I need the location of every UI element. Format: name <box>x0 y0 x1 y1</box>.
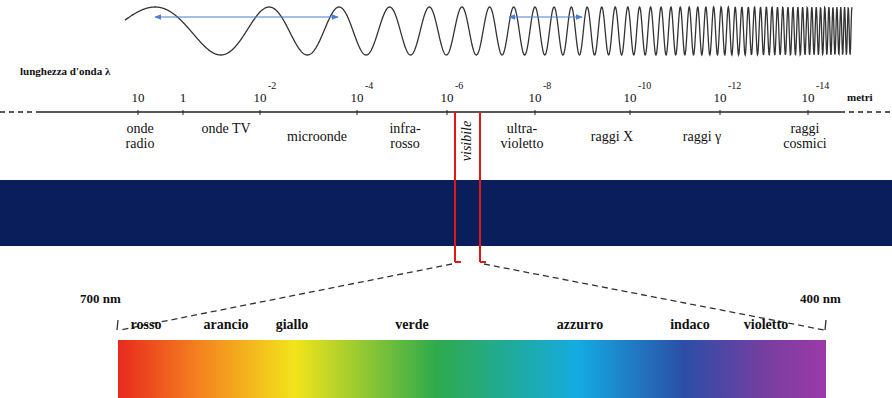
axis-dashed <box>0 111 40 112</box>
axis-tick <box>260 110 261 115</box>
axis-tick <box>183 110 184 115</box>
band-label: infra- rosso <box>380 122 430 151</box>
band-label: microonde <box>287 130 347 145</box>
band-label: onde radio <box>112 122 168 151</box>
color-name: violetto <box>744 318 788 333</box>
tick-label: 10 <box>714 91 727 105</box>
visible-marker <box>480 261 486 263</box>
band-label: raggi cosmici <box>773 122 837 151</box>
color-name: verde <box>395 318 428 333</box>
tick-exponent: -14 <box>816 81 829 92</box>
color-name: giallo <box>276 318 309 333</box>
tick-label: 10 <box>254 91 267 105</box>
band-label: raggi γ <box>683 130 721 145</box>
wave-curve <box>125 7 852 55</box>
tick-label: 10 <box>441 91 454 105</box>
tick-exponent: -12 <box>728 81 741 92</box>
wavelength-limit: 700 nm <box>80 292 121 306</box>
visible-marker <box>455 261 461 263</box>
axis-title: lunghezza d'onda λ <box>20 66 110 78</box>
tick-exponent: -4 <box>365 81 373 92</box>
tick-exponent: -10 <box>638 81 651 92</box>
tick-label: 10 <box>529 91 542 105</box>
axis-ticks <box>138 110 808 115</box>
tick-exponent: -6 <box>455 81 463 92</box>
band-label: visibile <box>460 121 475 161</box>
axis-tick <box>357 110 358 115</box>
axis-tick <box>447 110 448 115</box>
visible-spectrum-bar <box>118 340 826 398</box>
color-name: rosso <box>131 318 162 333</box>
spectrum-band <box>0 180 892 246</box>
tick-exponent: -2 <box>268 81 276 92</box>
tick-exponent: -8 <box>543 81 551 92</box>
axis-tick <box>720 110 721 115</box>
tick-label: 10 <box>802 91 815 105</box>
axis-tick <box>535 110 536 115</box>
end-tick <box>825 320 826 330</box>
band-label: raggi X <box>591 130 633 145</box>
wavelength-limit: 400 nm <box>800 292 841 306</box>
color-name: indaco <box>670 318 710 333</box>
tick-label: 10 <box>624 91 637 105</box>
wave-curve <box>125 7 852 55</box>
end-tick <box>117 320 118 330</box>
visible-marker <box>454 112 456 262</box>
axis-tick <box>630 110 631 115</box>
axis-tick <box>138 110 139 115</box>
color-name: azzurro <box>557 318 603 333</box>
wavelength-arrow <box>509 16 582 17</box>
color-name: arancio <box>203 318 248 333</box>
band-label: onde TV <box>201 122 251 137</box>
visible-marker <box>479 112 481 262</box>
unit-label: metri <box>847 92 873 104</box>
tick-label: 10 <box>132 91 145 105</box>
band-label: ultra- violetto <box>492 122 552 151</box>
axis-tick <box>808 110 809 115</box>
axis-dashed <box>840 111 892 112</box>
tick-label: 1 <box>180 91 187 105</box>
wavelength-arrow <box>155 16 338 17</box>
tick-label: 10 <box>351 91 364 105</box>
